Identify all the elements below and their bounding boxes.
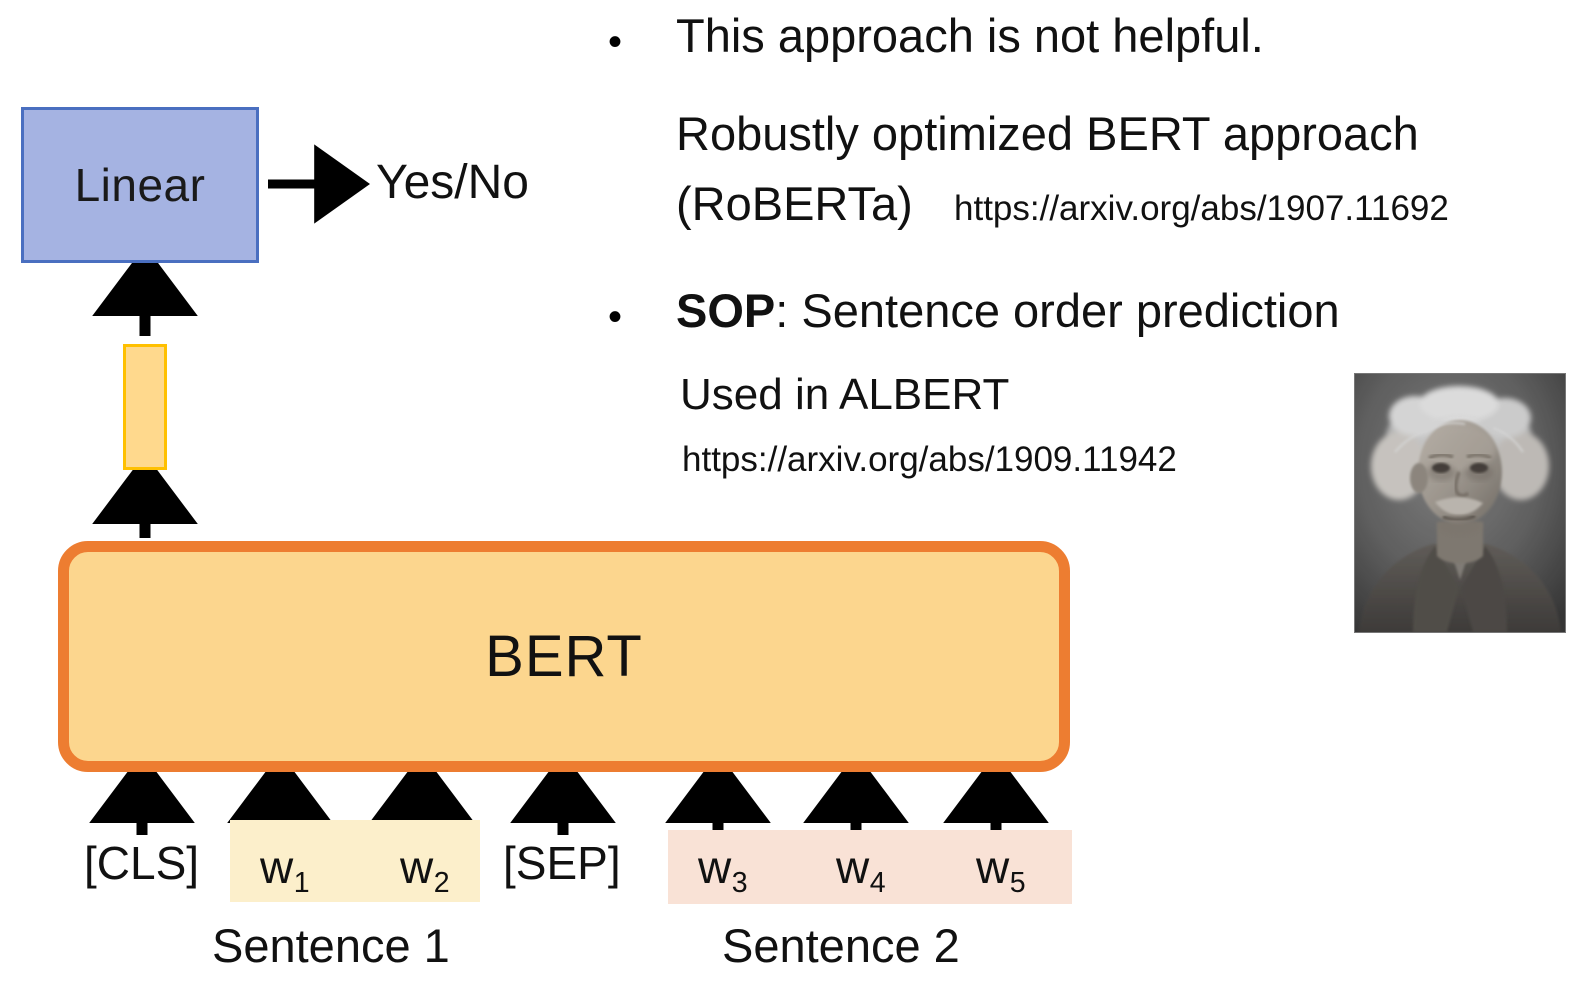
token-w5-base: w xyxy=(976,841,1010,893)
token-w2-index: 2 xyxy=(433,866,450,899)
sentence2-highlight-box xyxy=(668,830,1072,904)
bullet-2-line-1: SOP: Sentence order prediction xyxy=(676,284,1340,338)
token-w4: w4 xyxy=(836,841,886,897)
token-w5: w5 xyxy=(976,841,1026,897)
bullet-1-line-2: Robustly optimized BERT approach xyxy=(676,107,1419,160)
cls-embedding-vector xyxy=(123,344,167,470)
token-w1: w1 xyxy=(260,841,310,897)
token-w4-base: w xyxy=(836,841,870,893)
output-label-yes-no: Yes/No xyxy=(376,156,529,209)
token-w1-base: w xyxy=(260,841,294,893)
bullet-marker-2: • xyxy=(608,295,623,339)
sentence2-caption: Sentence 2 xyxy=(722,919,960,972)
sentence1-caption: Sentence 1 xyxy=(212,919,450,972)
bullet-2-url[interactable]: https://arxiv.org/abs/1909.11942 xyxy=(682,440,1177,479)
bert-encoder-box: BERT xyxy=(58,541,1070,772)
bert-encoder-label: BERT xyxy=(485,624,643,689)
einstein-portrait-image xyxy=(1354,373,1566,633)
token-w3: w3 xyxy=(698,841,748,897)
token-sep: [SEP] xyxy=(503,837,621,889)
sentence1-highlight-box xyxy=(230,820,480,902)
bullet-1-url[interactable]: https://arxiv.org/abs/1907.11692 xyxy=(954,189,1449,228)
bullet-marker-1: • xyxy=(608,20,623,64)
sop-acronym: SOP xyxy=(676,284,776,337)
token-w2-base: w xyxy=(400,841,434,893)
linear-layer-label: Linear xyxy=(74,159,206,211)
token-w3-index: 3 xyxy=(731,866,748,899)
bullet-1-line-1: This approach is not helpful. xyxy=(676,9,1264,62)
token-w4-index: 4 xyxy=(869,866,886,899)
token-w5-index: 5 xyxy=(1009,866,1026,899)
token-cls: [CLS] xyxy=(84,837,200,889)
token-w3-base: w xyxy=(698,841,732,893)
bullet-2-line-2: Used in ALBERT xyxy=(680,370,1010,419)
token-w1-index: 1 xyxy=(293,866,310,899)
bullet-1-line-3: (RoBERTa) xyxy=(676,177,913,230)
token-w2: w2 xyxy=(400,841,450,897)
sop-description: : Sentence order prediction xyxy=(775,284,1340,337)
linear-layer-box: Linear xyxy=(21,107,259,263)
portrait-graphic xyxy=(1355,374,1565,632)
